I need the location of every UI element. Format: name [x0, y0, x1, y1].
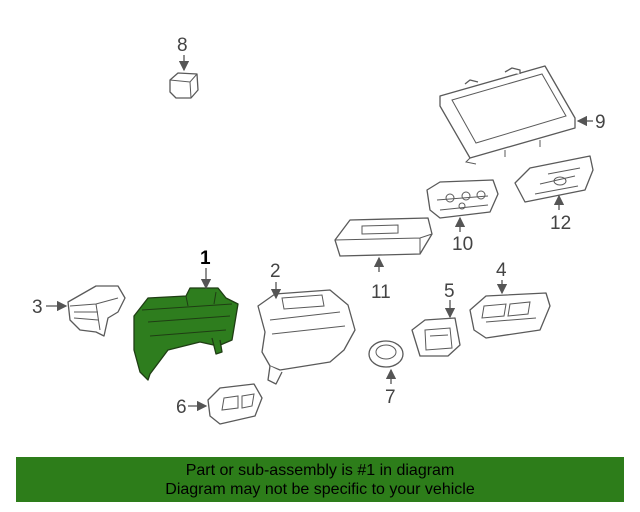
callout-4: 4 — [496, 260, 507, 281]
callout-10: 10 — [452, 234, 473, 255]
callout-5: 5 — [444, 281, 455, 302]
part-1-instrument-cluster[interactable] — [133, 287, 239, 381]
part-9-display-bracket[interactable] — [439, 65, 576, 165]
parts-diagram: 8 9 12 10 11 4 — [32, 35, 606, 425]
part-2-cluster-bezel[interactable] — [257, 289, 356, 385]
part-7-knob[interactable] — [368, 340, 404, 368]
part-12-control-panel[interactable] — [514, 155, 594, 203]
callout-1: 1 — [200, 248, 211, 269]
callout-2: 2 — [270, 261, 281, 282]
callout-3: 3 — [32, 297, 43, 318]
part-5-switch[interactable] — [411, 317, 461, 357]
callout-11: 11 — [371, 282, 391, 303]
callout-9: 9 — [595, 112, 606, 133]
banner-line-1: Part or sub-assembly is #1 in diagram — [185, 462, 455, 479]
callout-12: 12 — [550, 213, 571, 234]
callout-6: 6 — [176, 397, 187, 418]
callout-7: 7 — [385, 387, 396, 408]
callout-8: 8 — [177, 35, 188, 56]
info-banner: Part or sub-assembly is #1 in diagram Di… — [16, 457, 624, 502]
part-8-clip[interactable] — [169, 72, 199, 99]
part-6-switch-module[interactable] — [207, 383, 263, 425]
part-11-module[interactable] — [334, 217, 433, 257]
part-10-climate-control[interactable] — [426, 179, 499, 219]
banner-line-2: Diagram may not be specific to your vehi… — [165, 481, 475, 498]
part-3-bracket[interactable] — [67, 285, 126, 337]
part-4-switch-panel[interactable] — [469, 292, 551, 339]
